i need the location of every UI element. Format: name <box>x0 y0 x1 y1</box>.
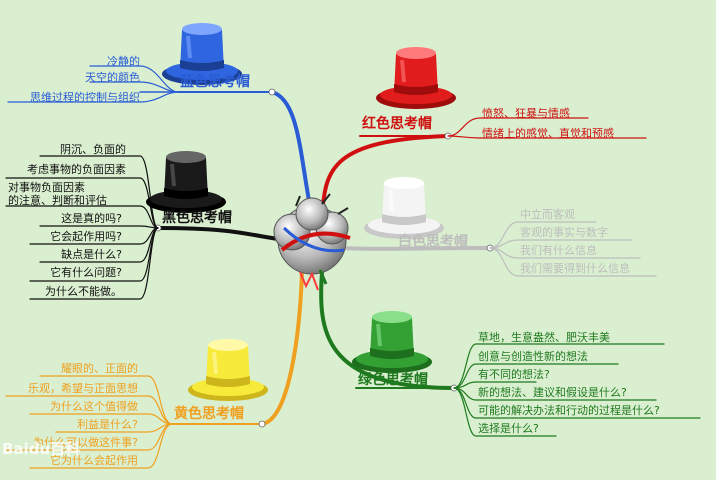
black-item-label: 它会起作用吗? <box>50 230 122 243</box>
green-item-label: 新的想法、建议和假设是什么? <box>478 386 627 399</box>
black-item-label: 为什么不能做。 <box>45 285 122 298</box>
green-item-label: 可能的解决办法和行动的过程是什么? <box>478 404 660 417</box>
blue-main-branch <box>270 90 314 218</box>
blue-item-label: 思维过程的控制与组织 <box>30 91 140 104</box>
white-branch-title: 白色思考帽 <box>398 234 468 250</box>
black-item-label: 这是真的吗? <box>61 212 122 225</box>
red-branch-title: 红色思考帽 <box>362 116 432 132</box>
green-item-label: 选择是什么? <box>478 422 539 435</box>
blue-junction-dot <box>268 88 276 96</box>
black-item-label: 阴沉、负面的 <box>60 143 126 156</box>
black-branch-title: 黑色思考帽 <box>162 210 232 226</box>
green-item-label: 有不同的想法? <box>478 368 550 381</box>
green-main-branch <box>319 270 456 390</box>
black-hat-icon <box>146 151 226 213</box>
yellow-item-label: 它为什么会起作用 <box>50 454 138 467</box>
white-item-label: 我们有什么信息 <box>520 244 597 257</box>
black-item-label: 考虑事物的负面因素 <box>27 163 126 176</box>
white-hat-icon <box>364 177 444 239</box>
connector-lines <box>5 65 701 469</box>
black-item-line <box>29 227 159 300</box>
yellow-item-label: 乐观，希望与正面思想 <box>28 382 138 395</box>
green-branch-title: 绿色思考帽 <box>358 372 428 388</box>
yellow-item-label: 为什么可以做这件事? <box>33 436 138 449</box>
yellow-item-line <box>5 395 173 425</box>
green-item-line <box>453 387 557 437</box>
yellow-hat-icon <box>188 339 268 401</box>
black-item-label: 缺点是什么? <box>61 248 122 261</box>
green-item-line <box>453 363 619 389</box>
white-item-label: 中立而客观 <box>520 208 575 221</box>
green-hat-icon <box>352 311 432 373</box>
blue-item-label: 冷静的 <box>107 55 140 68</box>
white-item-line <box>489 239 633 249</box>
blue-item-line <box>7 91 179 103</box>
storm-cloud-icon <box>273 193 351 291</box>
blue-branch-title: 蓝色思考帽 <box>180 74 250 90</box>
black-item-line <box>39 225 159 229</box>
black-item-label: 的注意、判断和评估 <box>8 194 107 207</box>
yellow-branch-title: 黄色思考帽 <box>174 406 244 422</box>
yellow-item-label: 耀眼的、正面的 <box>61 362 138 375</box>
yellow-item-line <box>29 423 173 469</box>
black-item-label: 对事物负面因素 <box>8 181 85 194</box>
yellow-junction-dot <box>258 420 266 428</box>
green-item-label: 草地，生意盎然、肥沃丰美 <box>478 331 610 344</box>
black-item-line <box>5 205 159 229</box>
red-hat-icon <box>376 47 456 109</box>
white-item-label: 我们需要得到什么信息 <box>520 262 630 275</box>
black-main-branch <box>156 226 288 242</box>
red-item-label: 情绪上的感觉、直觉和预感 <box>482 127 614 140</box>
yellow-main-branch <box>260 270 304 426</box>
white-item-line <box>489 247 657 277</box>
yellow-item-line <box>29 413 173 425</box>
blue-item-line <box>89 81 179 93</box>
green-item-label: 创意与创造性新的想法 <box>478 350 588 363</box>
yellow-item-label: 利益是什么? <box>77 418 138 431</box>
blue-item-label: 天空的颜色 <box>85 71 140 84</box>
black-item-label: 它有什么问题? <box>50 266 122 279</box>
red-main-branch <box>320 134 450 216</box>
red-item-line <box>447 135 647 139</box>
hats-group <box>146 23 456 401</box>
red-item-label: 愤怒、狂暴与情感 <box>482 107 570 120</box>
yellow-item-label: 为什么这个值得做 <box>50 400 138 413</box>
red-item-line <box>447 117 589 137</box>
white-item-label: 客观的事实与数字 <box>520 226 608 239</box>
blue-hat-icon <box>162 23 242 85</box>
white-item-line <box>489 221 597 249</box>
watermark: Baidu百科 <box>2 440 81 458</box>
white-main-branch <box>340 246 492 251</box>
